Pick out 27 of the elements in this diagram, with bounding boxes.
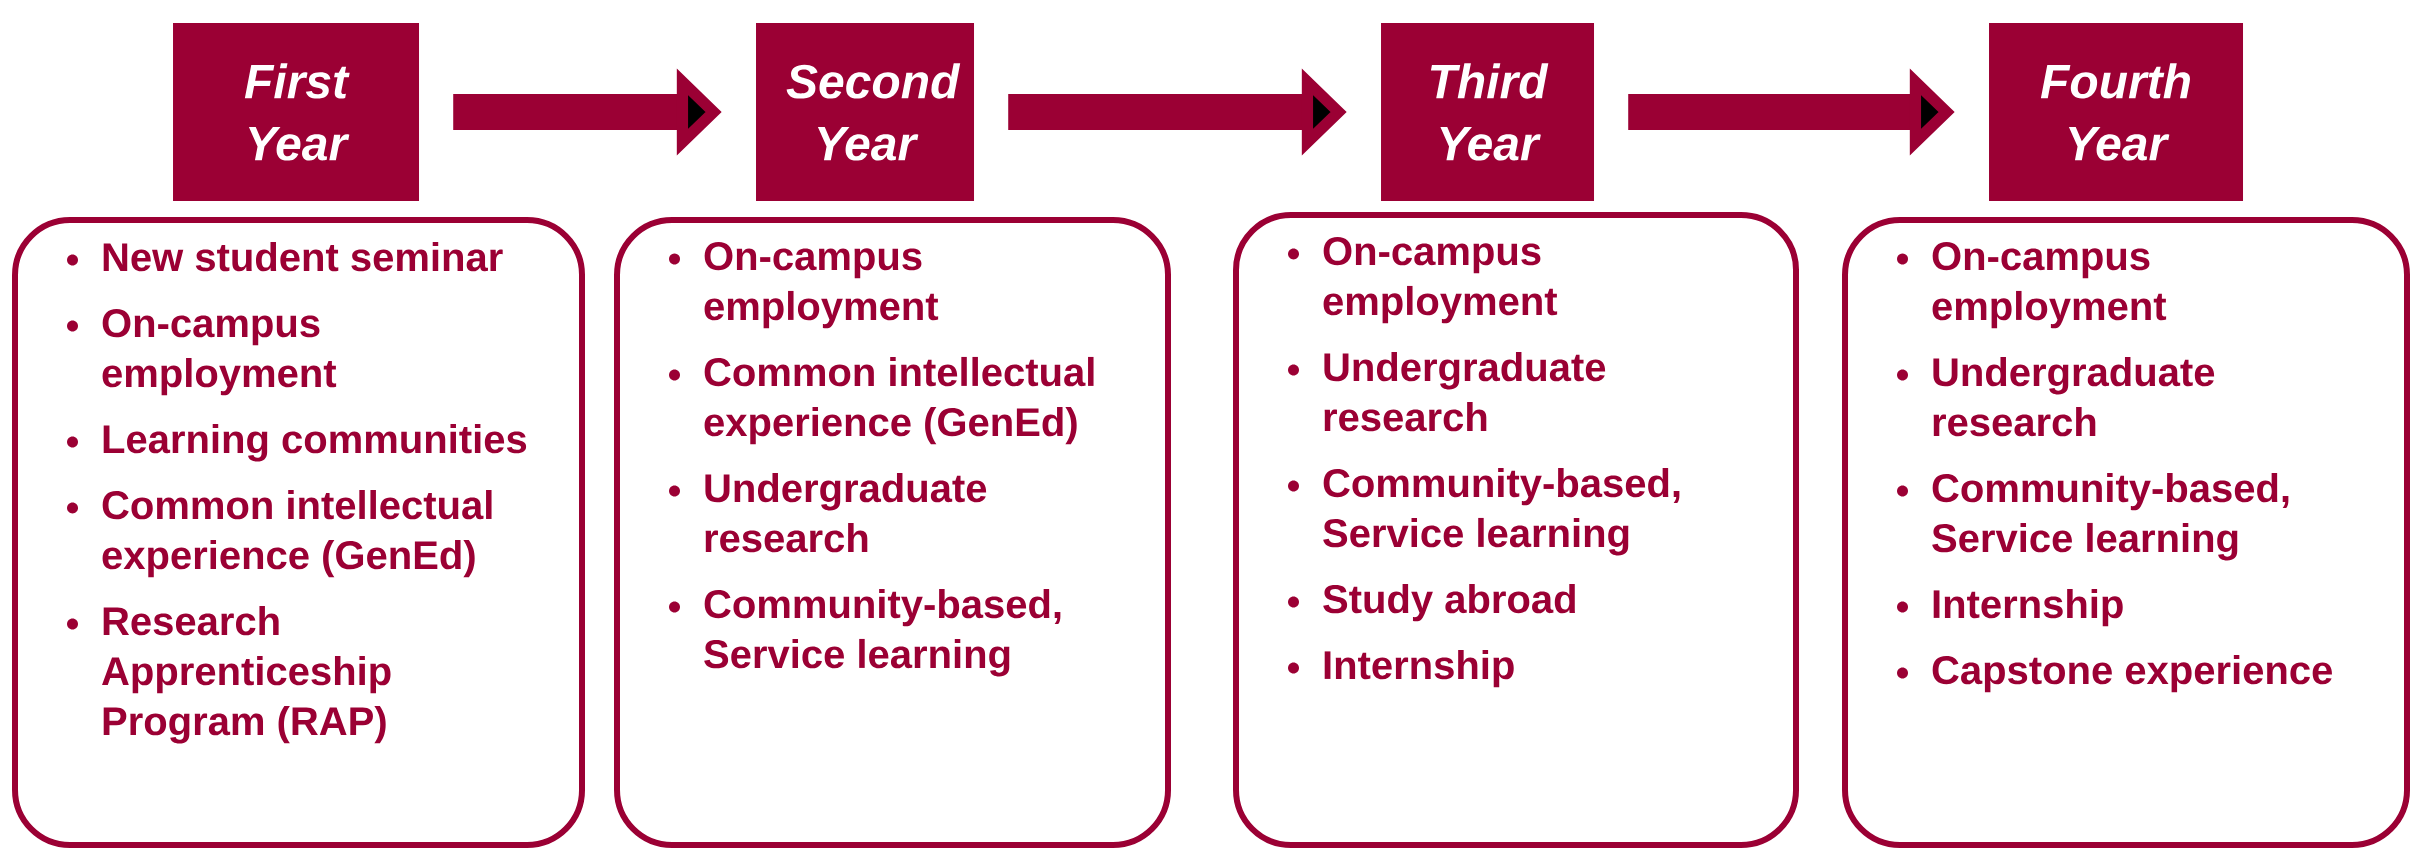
bullet-item: On-campus employment (669, 242, 939, 329)
bullet-item: New student seminar (67, 242, 503, 272)
bullet-item: Undergraduate research (1897, 356, 2215, 437)
bullet-item: Learning communities (67, 424, 527, 462)
bullet-item: Community-based, Service learning (1897, 472, 2289, 561)
bullet-item: On-campus employment (1288, 237, 1558, 324)
year-box: First Year (173, 23, 419, 201)
bullet-item: On-campus employment (67, 309, 337, 396)
bullet-item: On-campus employment (1897, 242, 2167, 329)
year-box: Second Year (756, 23, 974, 201)
year-box: Third Year (1381, 23, 1594, 201)
rounded-box (1842, 217, 2410, 848)
bullet-item: Capstone experience (1897, 654, 2332, 693)
year-box: Fourth Year (1989, 23, 2243, 201)
rounded-box (12, 217, 585, 848)
bullet-item: Internship (1288, 649, 1514, 688)
rounded-box (614, 217, 1171, 848)
bullet-item: Undergraduate research (1288, 351, 1606, 432)
bullet-item: Community-based, Service learning (669, 588, 1061, 677)
bullet-item: Internship (1897, 588, 2123, 627)
bullet-item: Common intellectual experience (GenEd) (669, 356, 1094, 445)
rounded-box (1233, 212, 1799, 848)
bullet-item: Common intellectual experience (GenEd) (67, 490, 492, 578)
bullet-item: Community-based, Service learning (1288, 467, 1680, 556)
bullet-item: Research Apprenticeship Program (RAP) (67, 606, 391, 744)
bullet-item: Study abroad (1288, 583, 1575, 622)
bullet-item: Undergraduate research (669, 472, 987, 553)
